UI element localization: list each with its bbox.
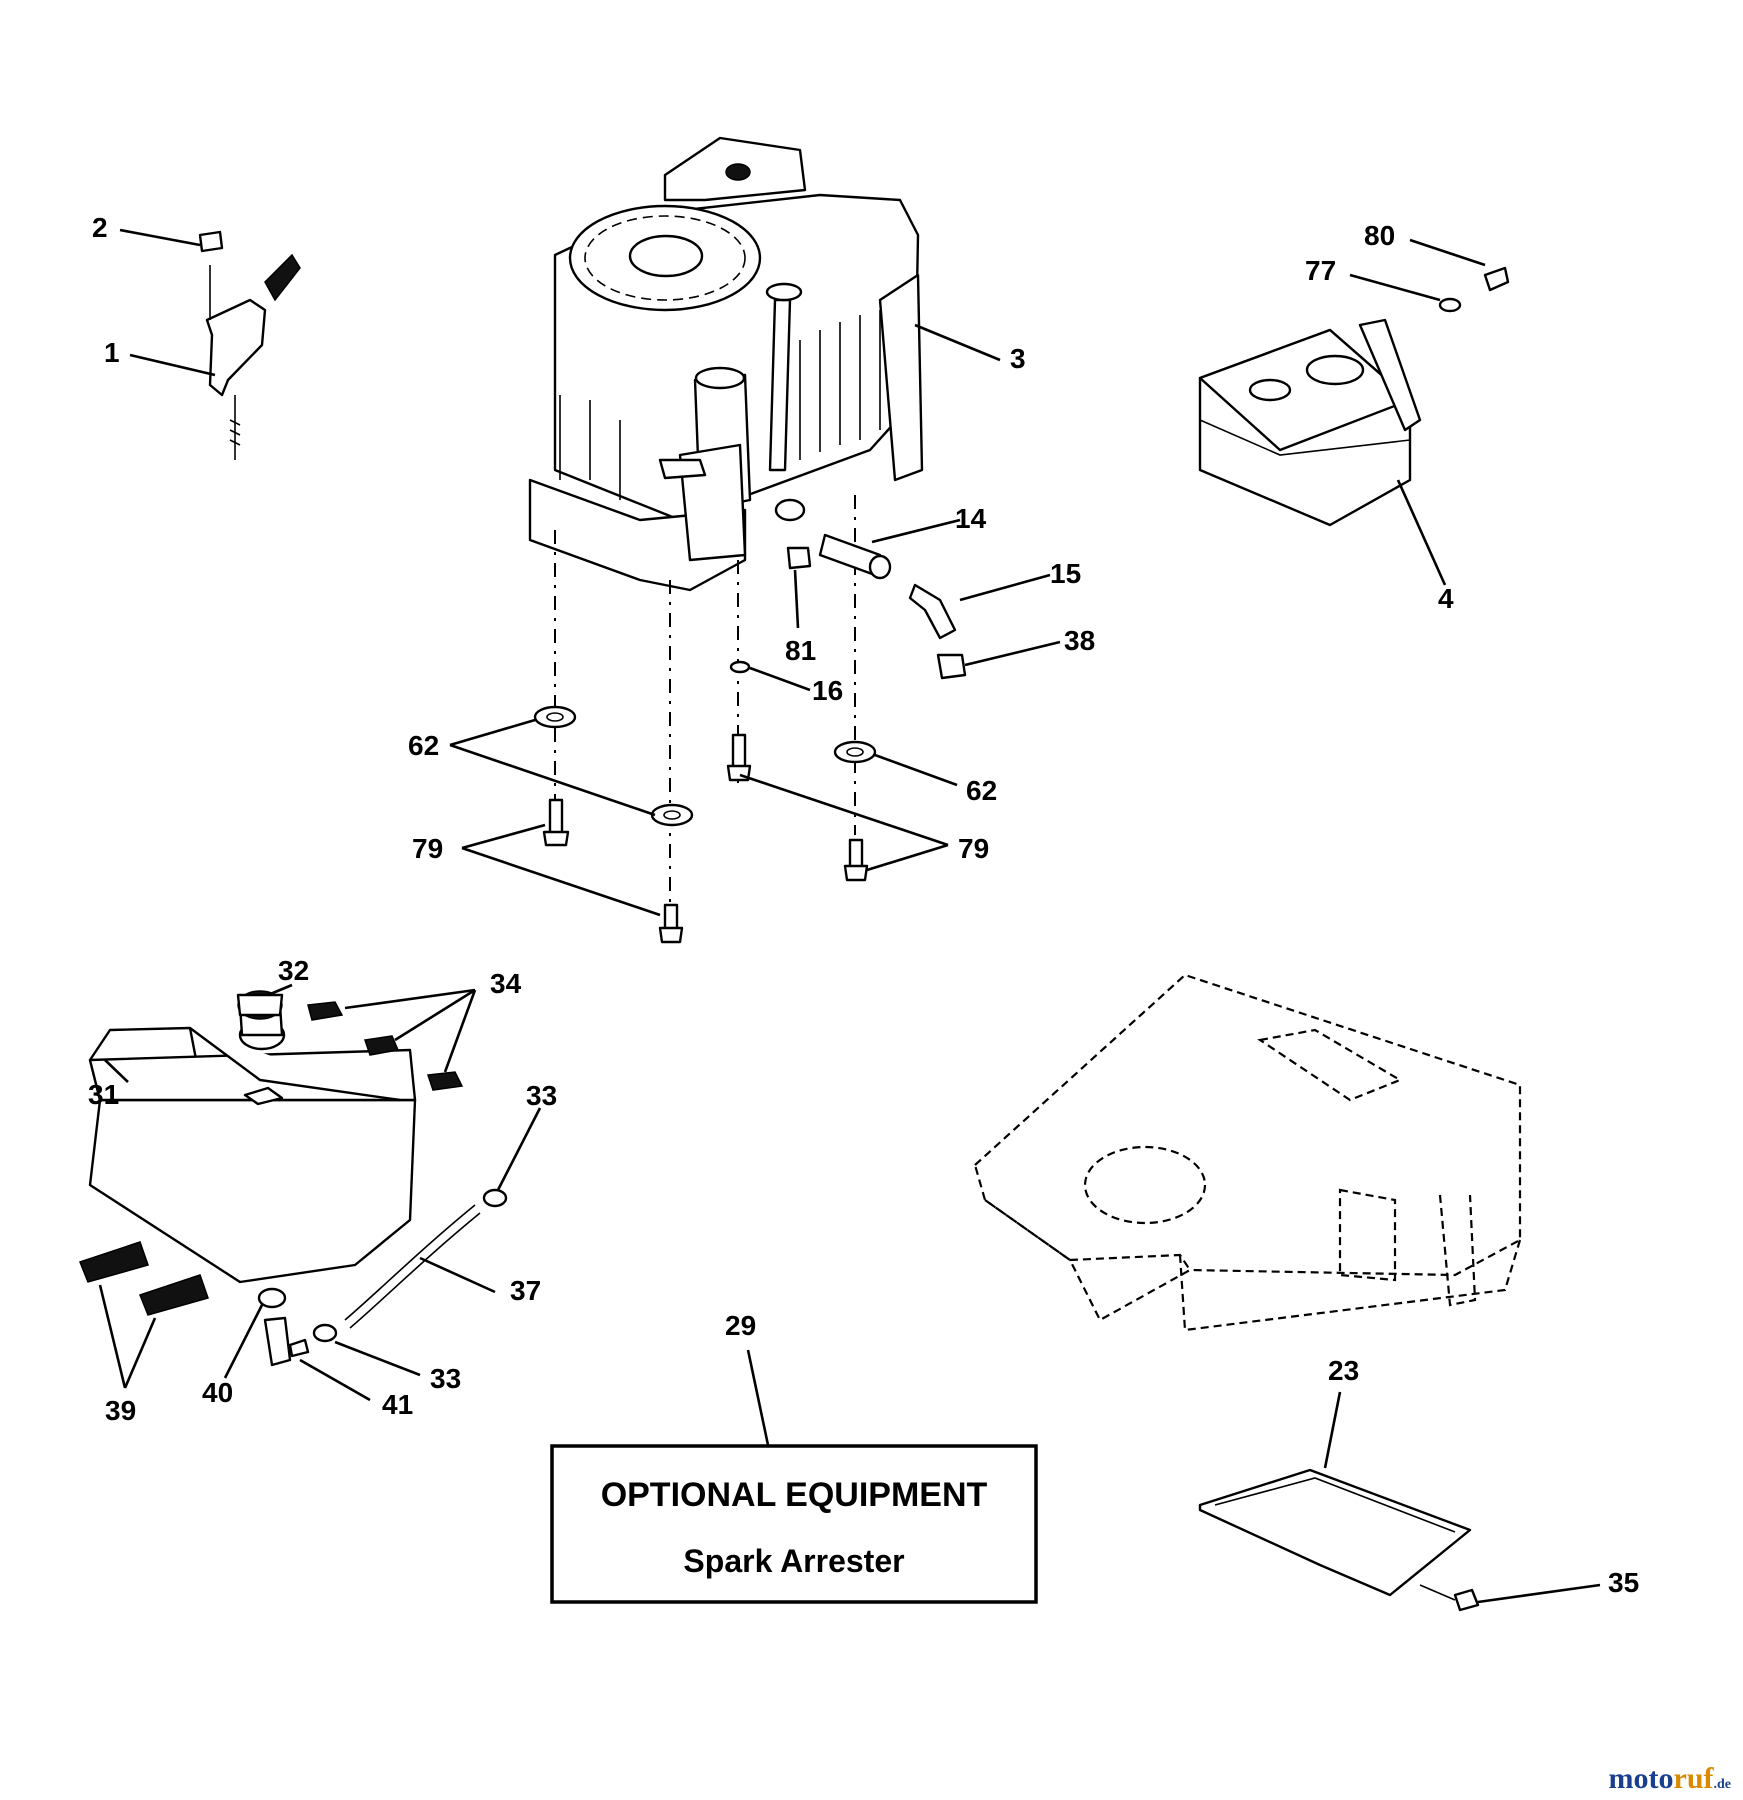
label-35: 35 (1608, 1567, 1639, 1598)
leader-lines (98, 228, 1601, 1604)
label-14: 14 (955, 503, 987, 534)
muffler (1198, 266, 1510, 527)
label-15: 15 (1050, 558, 1081, 589)
label-37: 37 (510, 1275, 541, 1306)
label-1: 1 (104, 337, 120, 368)
label-3: 3 (1010, 343, 1026, 374)
label-79-right: 79 (958, 833, 989, 864)
optional-equipment-box: OPTIONAL EQUIPMENT Spark Arrester (550, 1444, 1038, 1604)
fuel-tank-parts (79, 990, 508, 1367)
label-34: 34 (490, 968, 522, 999)
label-81: 81 (785, 635, 816, 666)
label-80: 80 (1364, 220, 1395, 251)
label-62-right: 62 (966, 775, 997, 806)
label-31: 31 (88, 1079, 119, 1110)
heat-shield (1198, 1468, 1480, 1612)
fuel-fittings (729, 533, 967, 680)
part-labels: 2 1 3 80 77 4 14 15 38 81 16 62 62 79 79… (88, 212, 1639, 1598)
label-41: 41 (382, 1389, 413, 1420)
label-40: 40 (202, 1377, 233, 1408)
chassis-frame (973, 973, 1522, 1332)
label-29: 29 (725, 1310, 756, 1341)
label-2: 2 (92, 212, 108, 243)
optional-equipment-subheading: Spark Arrester (683, 1543, 904, 1579)
watermark-logo: motoruf.de (1608, 1762, 1731, 1795)
throttle-control (198, 230, 301, 460)
optional-equipment-heading: OPTIONAL EQUIPMENT (601, 1476, 988, 1514)
label-4: 4 (1438, 583, 1454, 614)
label-32: 32 (278, 955, 309, 986)
label-16: 16 (812, 675, 843, 706)
fuel-tank (88, 1003, 417, 1284)
label-38: 38 (1064, 625, 1095, 656)
label-39: 39 (105, 1395, 136, 1426)
label-79-left: 79 (412, 833, 443, 864)
engine-assembly (528, 136, 924, 592)
label-33-upper: 33 (526, 1080, 557, 1111)
label-62-left: 62 (408, 730, 439, 761)
label-77: 77 (1305, 255, 1336, 286)
washers-bolts (533, 705, 877, 944)
label-23: 23 (1328, 1355, 1359, 1386)
label-33-lower: 33 (430, 1363, 461, 1394)
